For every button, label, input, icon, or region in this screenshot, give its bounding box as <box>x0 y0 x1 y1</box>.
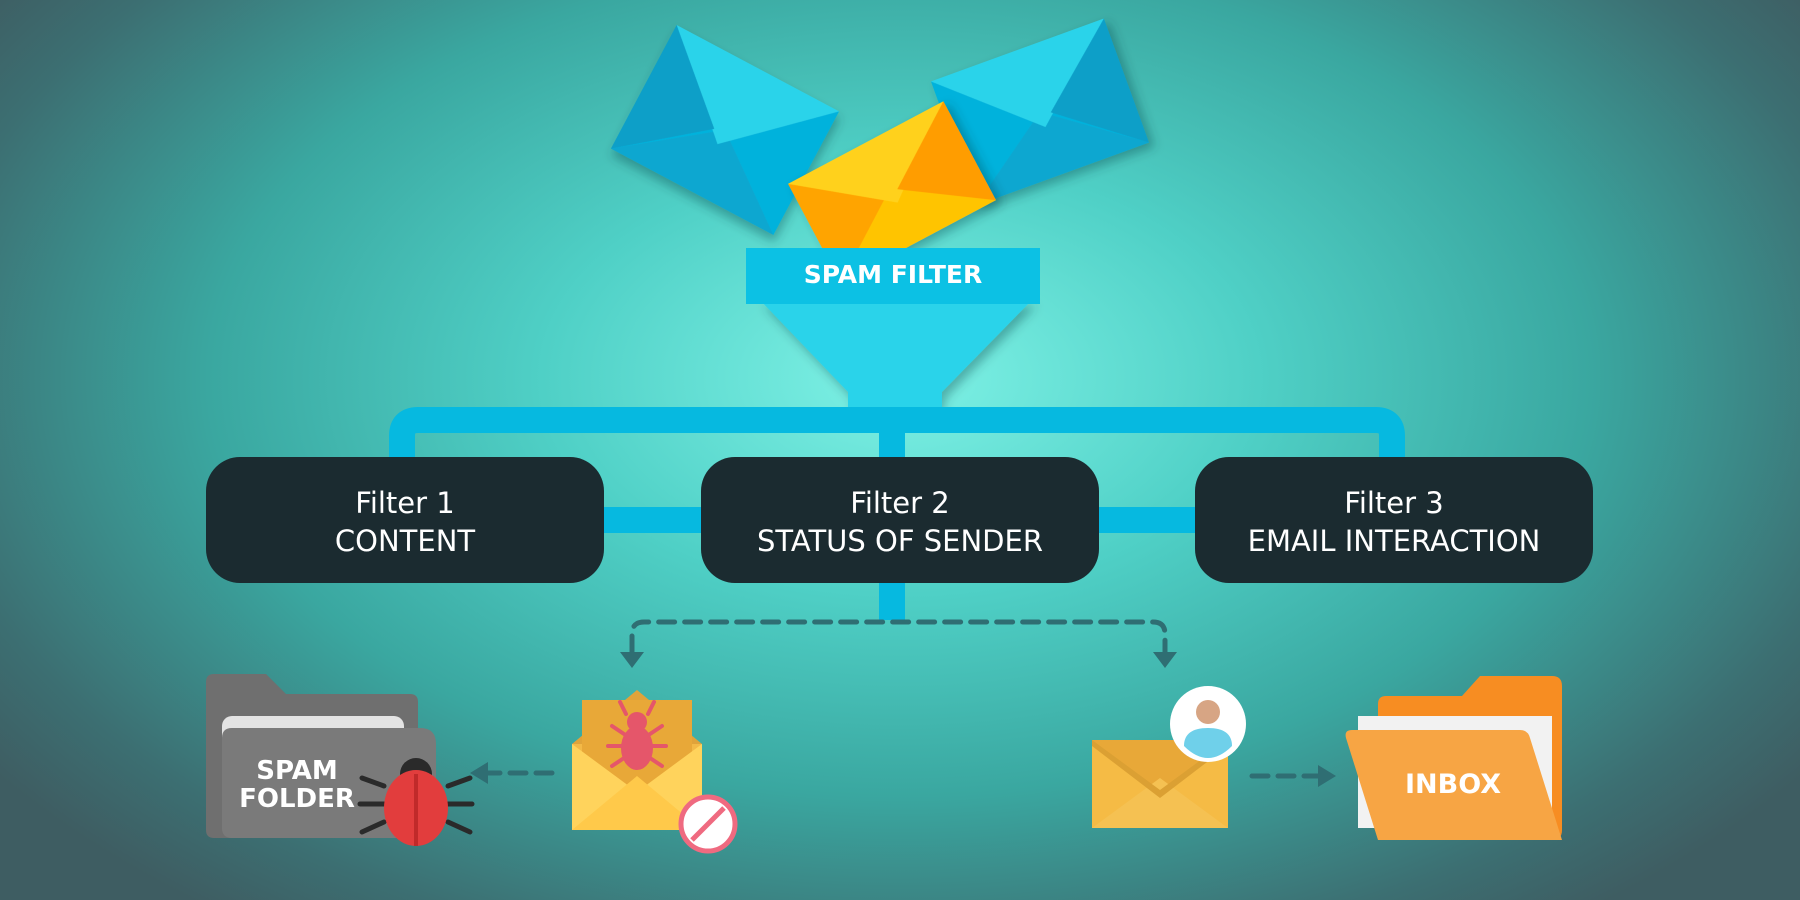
inbox-folder-icon <box>1345 676 1562 840</box>
small-bug-icon <box>606 700 668 768</box>
filter-2-subtitle: STATUS OF SENDER <box>757 524 1043 558</box>
filter-1-title: Filter 1 <box>355 486 455 520</box>
spam-folder-label: SPAM FOLDER <box>222 757 372 813</box>
funnel-icon <box>760 300 1032 408</box>
blue-envelope-right-icon <box>930 18 1150 206</box>
spam-folder-icon <box>206 674 436 838</box>
funnel-label: SPAM FILTER <box>803 260 983 289</box>
funnel-label-bar <box>746 248 1040 304</box>
user-avatar-icon <box>1170 686 1246 762</box>
blocked-icon <box>678 794 738 854</box>
dashed-arrows <box>485 619 1321 779</box>
filter-1-box: Filter 1 CONTENT <box>206 457 604 583</box>
yellow-envelope-icon <box>788 101 996 283</box>
spam-folder-line2: FOLDER <box>239 784 355 814</box>
filter-3-box: Filter 3 EMAIL INTERACTION <box>1195 457 1593 583</box>
spam-folder-line1: SPAM <box>256 756 338 786</box>
arrow-right-icon <box>1318 765 1336 787</box>
inbox-label: INBOX <box>1404 769 1502 800</box>
filter-2-title: Filter 2 <box>850 486 950 520</box>
filter-2-box: Filter 2 STATUS OF SENDER <box>701 457 1099 583</box>
arrow-left-icon <box>470 762 488 784</box>
arrow-down-left-icon <box>620 652 644 668</box>
filter-3-title: Filter 3 <box>1344 486 1444 520</box>
arrow-down-right-icon <box>1153 652 1177 668</box>
filter-3-subtitle: EMAIL INTERACTION <box>1247 524 1541 558</box>
filter-1-subtitle: CONTENT <box>334 524 476 558</box>
bug-icon <box>357 758 475 846</box>
blue-envelope-left-icon <box>610 25 840 235</box>
